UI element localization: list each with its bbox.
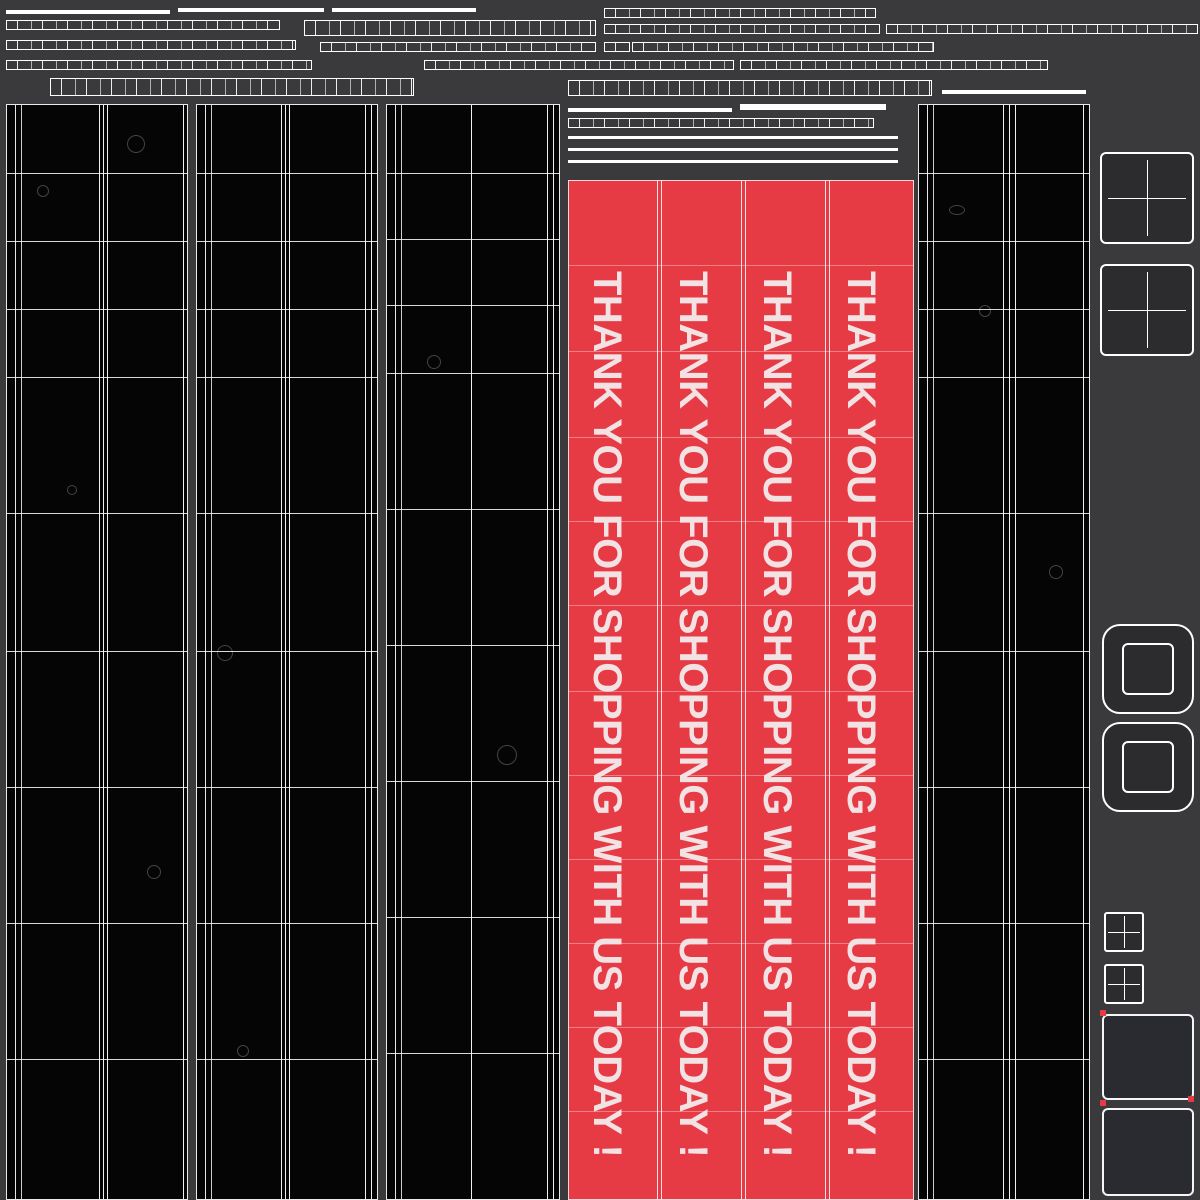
black-panel — [6, 104, 188, 1200]
wire-bar — [568, 160, 898, 163]
wireframe-square-icon — [1100, 264, 1194, 356]
wire-bar — [568, 118, 874, 128]
red-marker — [1188, 1096, 1194, 1102]
wire-bar — [604, 24, 880, 34]
beveled-square-icon — [1102, 624, 1194, 714]
wire-bar — [424, 60, 734, 70]
black-panel — [918, 104, 1090, 1200]
wire-bar — [604, 42, 630, 52]
filled-square-icon — [1102, 1108, 1194, 1196]
wire-bar — [6, 60, 312, 70]
wire-bar — [304, 20, 596, 36]
wire-bar — [568, 80, 932, 96]
red-marker — [1100, 1010, 1106, 1016]
label-text: THANK YOU FOR SHOPPING WITH US TODAY ! — [585, 271, 629, 1158]
grid-square-icon — [1104, 912, 1144, 952]
wire-bar — [740, 104, 886, 110]
black-panel — [196, 104, 378, 1200]
label-text: THANK YOU FOR SHOPPING WITH US TODAY ! — [839, 271, 883, 1158]
filled-square-icon — [1102, 1014, 1194, 1100]
wire-bar — [178, 8, 324, 12]
wire-bar — [568, 108, 732, 112]
black-panel — [386, 104, 560, 1200]
wire-bar — [604, 8, 876, 18]
wireframe-square-icon — [1100, 152, 1194, 244]
label-text: THANK YOU FOR SHOPPING WITH US TODAY ! — [671, 271, 715, 1158]
wire-bar — [332, 8, 476, 12]
wire-bar — [6, 40, 296, 50]
wire-bar — [50, 78, 414, 96]
wire-bar — [6, 20, 280, 30]
wire-bar — [942, 90, 1086, 94]
wire-bar — [568, 136, 898, 139]
thank-you-label-strip: THANK YOU FOR SHOPPING WITH US TODAY ! T… — [568, 180, 914, 1200]
beveled-square-icon — [1102, 722, 1194, 812]
wire-bar — [568, 148, 898, 151]
wire-bar — [632, 42, 934, 52]
wire-bar — [320, 42, 596, 52]
wire-bar — [886, 24, 1198, 34]
wire-bar — [740, 60, 1048, 70]
red-marker — [1100, 1100, 1106, 1106]
label-text: THANK YOU FOR SHOPPING WITH US TODAY ! — [755, 271, 799, 1158]
wire-bar — [6, 10, 170, 14]
grid-square-icon — [1104, 964, 1144, 1004]
